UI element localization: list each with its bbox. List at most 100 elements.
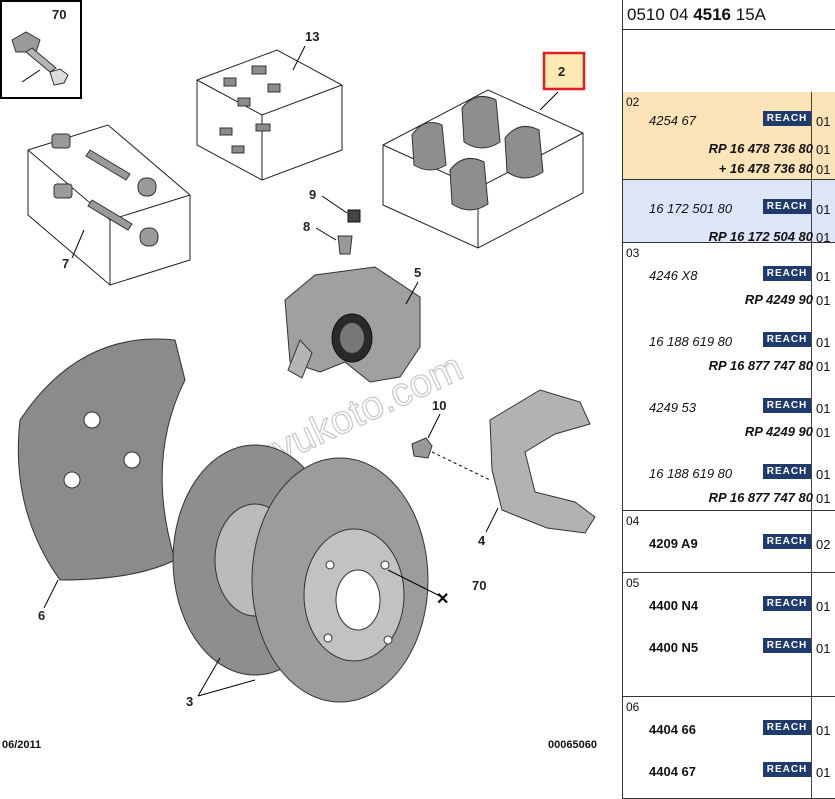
part-quantity: 01 — [816, 491, 831, 506]
brake-caliper[interactable] — [284, 266, 421, 383]
brake-discs[interactable] — [172, 444, 429, 703]
guide-pin-box[interactable] — [27, 124, 191, 286]
callout-70-top: 70 — [52, 7, 66, 22]
reach-badge: REACH — [763, 464, 811, 479]
x-marker: ✕ — [436, 591, 449, 608]
part-reference[interactable]: 16 188 619 80 — [649, 334, 733, 349]
qty-divider — [811, 92, 812, 179]
callout-7: 7 — [62, 256, 69, 271]
qty-divider — [811, 573, 812, 696]
reach-badge: REACH — [763, 332, 811, 347]
reach-badge: REACH — [763, 596, 811, 611]
callout-8: 8 — [303, 219, 310, 234]
reach-badge: REACH — [763, 199, 811, 214]
dust-shield[interactable] — [17, 338, 186, 581]
bleed-cap[interactable] — [347, 209, 361, 223]
reach-badge: REACH — [763, 266, 811, 281]
part-quantity: 01 — [816, 230, 831, 245]
callout-9: 9 — [309, 187, 316, 202]
part-quantity: 01 — [816, 723, 831, 738]
callout-2-highlight — [542, 51, 586, 91]
part-reference[interactable]: 4249 53 — [649, 400, 696, 415]
header-bold: 4516 — [693, 5, 732, 24]
part-quantity: 01 — [816, 142, 831, 157]
callout-4: 6 — [38, 608, 45, 623]
reach-badge: REACH — [763, 111, 811, 126]
part-line[interactable]: 4254 67 REACH 01 — [649, 110, 835, 130]
brake-pads-box[interactable] — [382, 89, 584, 249]
part-reference[interactable]: RP 4249 90 — [744, 424, 813, 439]
qty-divider — [811, 180, 812, 242]
part-quantity: 01 — [816, 359, 831, 374]
part-line[interactable]: 16 188 619 80 REACH 01 — [649, 331, 835, 351]
callout-2[interactable]: 2 — [558, 64, 565, 79]
part-reference[interactable]: 4254 67 — [649, 113, 696, 128]
part-line[interactable]: 4400 N4 REACH 01 — [649, 595, 835, 615]
part-reference[interactable]: RP 16 877 747 80 — [708, 358, 813, 373]
part-reference[interactable]: 16 188 619 80 — [649, 466, 733, 481]
part-reference[interactable]: 4404 66 — [649, 722, 696, 737]
part-quantity: 01 — [816, 162, 831, 177]
group-index: 02 — [626, 95, 640, 109]
callout-6: 4 — [478, 533, 486, 548]
diagram-date: 06/2011 — [2, 739, 41, 751]
bracket-bolt[interactable] — [411, 437, 433, 459]
part-quantity: 01 — [816, 335, 831, 350]
reach-badge: REACH — [763, 638, 811, 653]
part-quantity: 01 — [816, 401, 831, 416]
part-quantity: 02 — [816, 537, 831, 552]
part-reference[interactable]: RP 16 877 747 80 — [708, 490, 813, 505]
callout-5: 5 — [414, 265, 421, 280]
part-quantity: 01 — [816, 467, 831, 482]
part-reference[interactable]: 4404 67 — [649, 764, 696, 779]
callout-70-disc: 70 — [472, 578, 486, 593]
part-reference[interactable]: 4246 X8 — [649, 268, 698, 283]
part-reference[interactable]: 4400 N5 — [649, 640, 699, 655]
part-reference[interactable]: 4209 A9 — [649, 536, 698, 551]
part-quantity: 01 — [816, 114, 831, 129]
part-reference[interactable]: + 16 478 736 80 — [718, 161, 813, 176]
bleed-screw[interactable] — [337, 235, 353, 255]
diagram-code: 00065060 — [548, 739, 597, 751]
part-reference[interactable]: RP 4249 90 — [744, 292, 813, 307]
part-number-header: 0510 04 4516 15A — [623, 0, 835, 30]
reach-badge: REACH — [763, 762, 811, 777]
part-reference[interactable]: RP 16 478 736 80 — [708, 141, 813, 156]
part-quantity: 01 — [816, 293, 831, 308]
header-blank-row — [623, 30, 835, 93]
group-index: 05 — [626, 576, 640, 590]
qty-divider — [811, 511, 812, 572]
part-reference[interactable]: 4400 N4 — [649, 598, 699, 613]
callout-13: 13 — [305, 29, 319, 44]
part-line[interactable]: 16 188 619 80 REACH 01 — [649, 463, 835, 483]
group-index: 03 — [626, 246, 640, 260]
qty-divider — [811, 697, 812, 798]
part-reference[interactable]: RP 16 172 504 80 — [708, 229, 813, 244]
part-reference[interactable]: 16 172 501 80 — [649, 201, 733, 216]
part-line[interactable]: 4246 X8 REACH 01 — [649, 265, 835, 285]
part-quantity: 01 — [816, 269, 831, 284]
clip-kit-box[interactable] — [196, 49, 343, 181]
caliper-bracket[interactable] — [489, 389, 596, 534]
qty-divider — [811, 243, 812, 510]
screw-box[interactable] — [0, 0, 82, 99]
header-suffix: 15A — [731, 5, 766, 24]
part-quantity: 01 — [816, 599, 831, 614]
